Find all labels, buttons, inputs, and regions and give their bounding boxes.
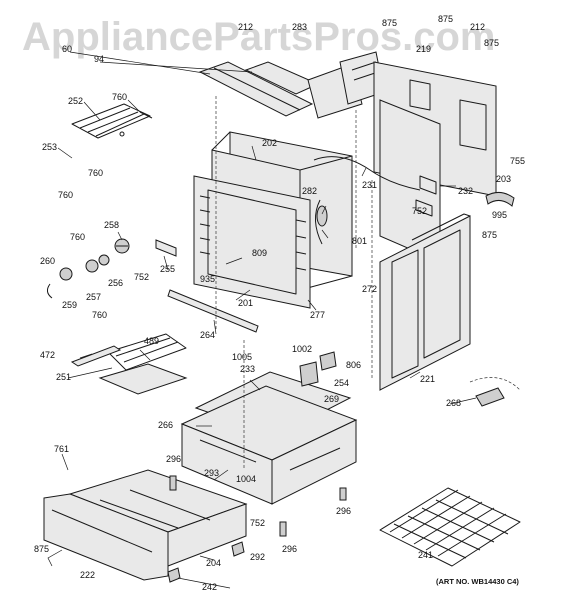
top-bracket-60	[198, 61, 314, 117]
label-293: 293	[204, 468, 219, 478]
label-266: 266	[158, 420, 173, 430]
label-875: 875	[382, 18, 397, 28]
label-260: 260	[40, 256, 55, 266]
label-760: 760	[92, 310, 107, 320]
label-875: 875	[34, 544, 49, 554]
label-272: 272	[362, 284, 377, 294]
label-259: 259	[62, 300, 77, 310]
label-875: 875	[482, 230, 497, 240]
wire-harness-231	[313, 156, 421, 191]
drawer-liner	[98, 363, 188, 395]
broil-pan-472	[70, 345, 122, 367]
bracket-255	[155, 239, 177, 257]
rack-bar-264	[167, 289, 259, 333]
label-254: 254	[334, 378, 349, 388]
label-296: 296	[282, 544, 297, 554]
label-256: 256	[108, 278, 123, 288]
label-755: 755	[510, 156, 525, 166]
latch-268	[469, 377, 521, 407]
oven-door-221	[379, 215, 471, 391]
label-204: 204	[206, 558, 221, 568]
leveling-leg-296-c	[279, 521, 287, 537]
label-489: 489	[144, 336, 159, 346]
label-202: 202	[262, 138, 277, 148]
label-472: 472	[40, 350, 55, 360]
label-752: 752	[134, 272, 149, 282]
label-203: 203	[496, 174, 511, 184]
label-212: 212	[470, 22, 485, 32]
label-253: 253	[42, 142, 57, 152]
drawer-frame-266	[180, 385, 358, 505]
label-264: 264	[200, 330, 215, 340]
label-760: 760	[70, 232, 85, 242]
label-752: 752	[250, 518, 265, 528]
label-257: 257	[86, 292, 101, 302]
label-60: 60	[62, 44, 72, 54]
label-222: 222	[80, 570, 95, 580]
label-242: 242	[202, 582, 217, 592]
label-252: 252	[68, 96, 83, 106]
label-760: 760	[58, 190, 73, 200]
label-760: 760	[88, 168, 103, 178]
leveling-leg-296-b	[339, 487, 347, 501]
label-94: 94	[94, 54, 104, 64]
glide-292	[231, 541, 245, 557]
label-806: 806	[346, 360, 361, 370]
watermark-text: AppliancePartsPros.com	[22, 15, 496, 59]
label-283: 283	[292, 22, 307, 32]
glide-242	[167, 567, 181, 583]
label-232: 232	[458, 186, 473, 196]
oven-rack-241	[379, 487, 521, 567]
label-277: 277	[310, 310, 325, 320]
label-296: 296	[166, 454, 181, 464]
label-269: 269	[324, 394, 339, 404]
label-1005: 1005	[232, 352, 252, 362]
knob-assembly	[46, 254, 110, 299]
label-233: 233	[240, 364, 255, 374]
label-212: 212	[238, 22, 253, 32]
label-292: 292	[250, 552, 265, 562]
handle-995	[485, 192, 515, 207]
label-241: 241	[418, 550, 433, 560]
label-809: 809	[252, 248, 267, 258]
label-760: 760	[112, 92, 127, 102]
label-1002: 1002	[292, 344, 312, 354]
label-219: 219	[416, 44, 431, 54]
label-875: 875	[438, 14, 453, 24]
label-875: 875	[484, 38, 499, 48]
label-995: 995	[492, 210, 507, 220]
label-935: 935	[200, 274, 215, 284]
label-231: 231	[362, 180, 377, 190]
leader-lines	[47, 51, 477, 589]
igniter-258	[114, 238, 130, 254]
bracket-254	[299, 361, 319, 387]
temp-sensor-282	[315, 199, 328, 245]
label-1004: 1004	[236, 474, 256, 484]
label-201: 201	[238, 298, 253, 308]
label-221: 221	[420, 374, 435, 384]
label-296: 296	[336, 506, 351, 516]
label-752: 752	[412, 206, 427, 216]
label-255: 255	[160, 264, 175, 274]
door-panel-inner	[411, 213, 471, 241]
oven-front-frame-201	[193, 175, 311, 309]
label-801: 801	[352, 236, 367, 246]
label-761: 761	[54, 444, 69, 454]
label-268: 268	[446, 398, 461, 408]
hinge-806	[319, 351, 337, 371]
drawer-front-222	[43, 493, 169, 581]
leveling-leg-296-a	[169, 475, 177, 491]
label-282: 282	[302, 186, 317, 196]
bake-element-252	[71, 103, 153, 139]
broil-element-251	[107, 333, 187, 371]
label-251: 251	[56, 372, 71, 382]
label-258: 258	[104, 220, 119, 230]
art-number: (ART NO. WB14430 C4)	[436, 577, 519, 586]
part-labels: 60 94 212 283 875 875 219 212 875 252 76…	[34, 14, 525, 592]
